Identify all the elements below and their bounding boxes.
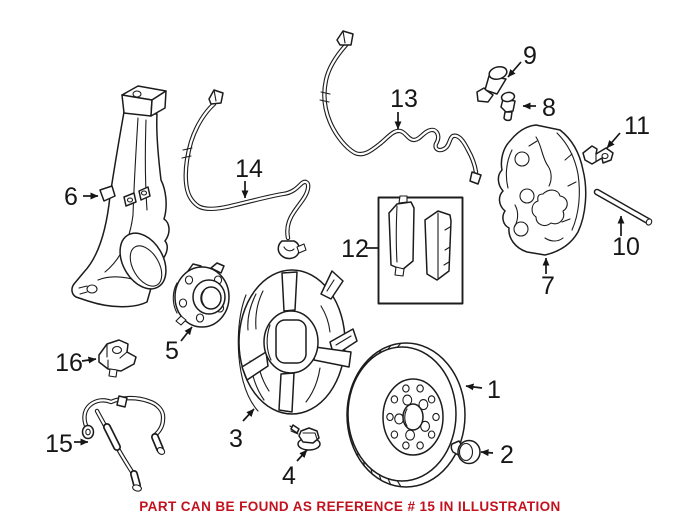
callout-arrow-11 [606, 132, 621, 149]
callout-9: 9 [523, 42, 537, 70]
footer-note: PART CAN BE FOUND AS REFERENCE # 15 IN I… [139, 499, 560, 514]
part-2-rotor-set-screw [450, 439, 481, 465]
callout-4: 4 [282, 462, 296, 490]
callout-3: 3 [229, 425, 243, 453]
part-4-shield-bolt [289, 424, 321, 451]
callout-1: 1 [487, 376, 501, 404]
callout-arrow-4 [296, 449, 308, 462]
callout-10: 10 [612, 233, 640, 261]
callout-11: 11 [624, 112, 650, 140]
callout-arrow-2 [480, 449, 494, 457]
callout-6: 6 [64, 183, 78, 211]
callout-2: 2 [500, 441, 514, 469]
part-15-brake-hose [81, 395, 166, 492]
callout-arrow-16 [81, 356, 97, 364]
callout-arrow-3 [242, 408, 255, 422]
part-9-bleeder-cap [476, 66, 508, 103]
part-8-bleeder-screw [500, 91, 516, 122]
part-12-brake-pads [377, 195, 464, 305]
part-3-splash-shield [237, 269, 358, 415]
callout-7: 7 [541, 272, 555, 300]
part-16-hose-bracket [98, 339, 137, 378]
part-5-wheel-hub [172, 262, 230, 328]
part-10-guide-pin [593, 188, 653, 226]
callout-5: 5 [165, 337, 179, 365]
callouts: 1 2 3 4 5 6 7 8 9 10 11 12 13 14 15 16 [45, 42, 650, 490]
part-6-steering-knuckle [71, 85, 170, 308]
callout-arrow-1 [465, 383, 483, 391]
callout-16: 16 [55, 349, 83, 377]
callout-12: 12 [341, 235, 369, 263]
callout-15: 15 [45, 430, 73, 458]
part-1-brake-rotor [346, 342, 466, 488]
callout-arrow-9 [507, 61, 522, 78]
part-14-abs-sensor [181, 89, 311, 260]
part-13-wear-sensor [319, 30, 482, 185]
rotor-vent-hatching [346, 342, 402, 488]
callout-8: 8 [542, 94, 556, 122]
rotor-bolt-holes [386, 384, 440, 450]
part-7-brake-caliper [497, 124, 587, 256]
callout-14: 14 [235, 155, 263, 183]
callout-arrow-5 [180, 326, 193, 342]
part-11-retaining-clip [582, 145, 614, 165]
callout-13: 13 [390, 85, 418, 113]
